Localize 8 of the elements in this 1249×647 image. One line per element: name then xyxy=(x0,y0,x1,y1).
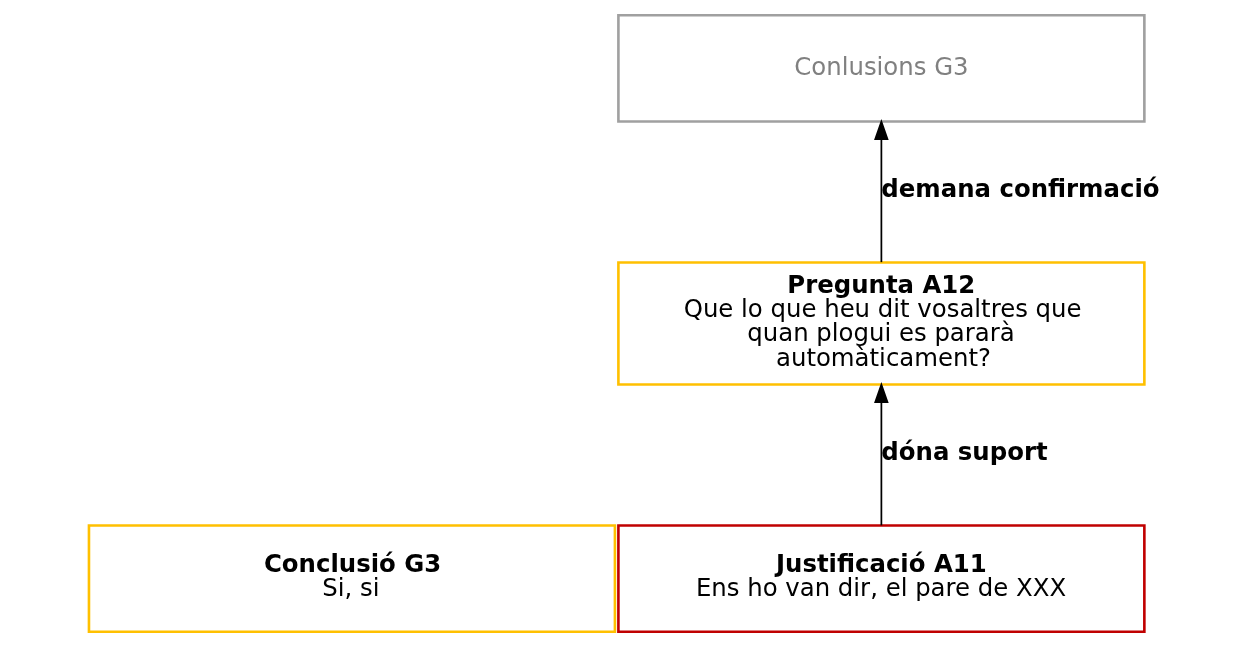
node-box: Pregunta A12 Que lo que heu dit vosaltres que quan plogui es pararà automàticament? xyxy=(617,261,1146,386)
edge-label: dóna suport xyxy=(881,436,1048,466)
arrow xyxy=(874,382,889,527)
node-box: Conclusió G3 Si, si xyxy=(87,524,617,634)
arrow xyxy=(874,119,889,263)
node-box: Justificació A11 Ens ho van dir, el pare de XXX xyxy=(617,524,1146,634)
edge-label: demana confirmació xyxy=(881,173,1160,203)
node-box: Conlusions G3 xyxy=(617,13,1146,123)
